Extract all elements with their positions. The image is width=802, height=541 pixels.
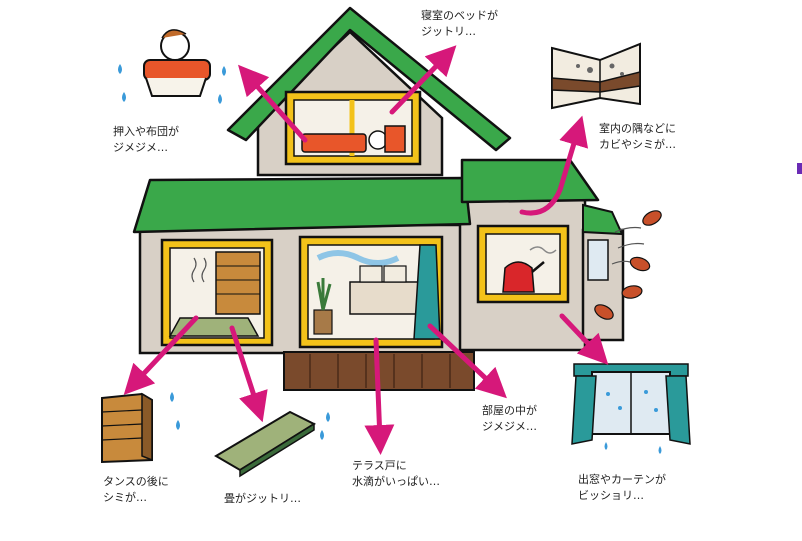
main-roof (226, 6, 512, 152)
right-wing-roof (460, 158, 600, 204)
label-tatami: 畳がジットリ… (224, 492, 301, 505)
futon-icon (118, 29, 226, 104)
house (132, 6, 625, 391)
label-bedroom: 寝室のベッドが ジットリ… (421, 9, 498, 38)
edge-marker (797, 163, 802, 174)
curtain-window-icon (571, 363, 691, 454)
arrow-to-bedroom (389, 45, 457, 115)
label-corner: 室内の隅などに カビやシミが… (599, 122, 676, 151)
label-room: 部屋の中が ジメジメ… (482, 404, 537, 433)
label-oshiire: 押入や布団が ジメジメ… (113, 125, 179, 154)
arrow-to-corner (519, 115, 589, 216)
arrow-to-tatami (229, 325, 268, 423)
label-tansu: タンスの後に シミが… (103, 475, 169, 504)
bed-icon (301, 133, 367, 153)
eave-roof (132, 176, 472, 234)
arrow-to-terrace (364, 337, 395, 455)
dresser-icon (101, 392, 180, 464)
leaves-icon (594, 210, 662, 320)
kettle-icon (502, 261, 535, 293)
arrows (123, 45, 609, 455)
tatami-icon (214, 410, 330, 478)
wall-corner-icon (551, 42, 641, 110)
arrow-to-futon (238, 64, 308, 143)
arrow-to-room (427, 323, 507, 399)
arrow-to-bay-window (559, 313, 609, 365)
arrow-to-dresser (123, 315, 199, 395)
label-bay-window: 出窓やカーテンが ビッショリ… (578, 473, 666, 502)
label-terrace: テラス戸に 水滴がいっぱい… (352, 459, 440, 488)
